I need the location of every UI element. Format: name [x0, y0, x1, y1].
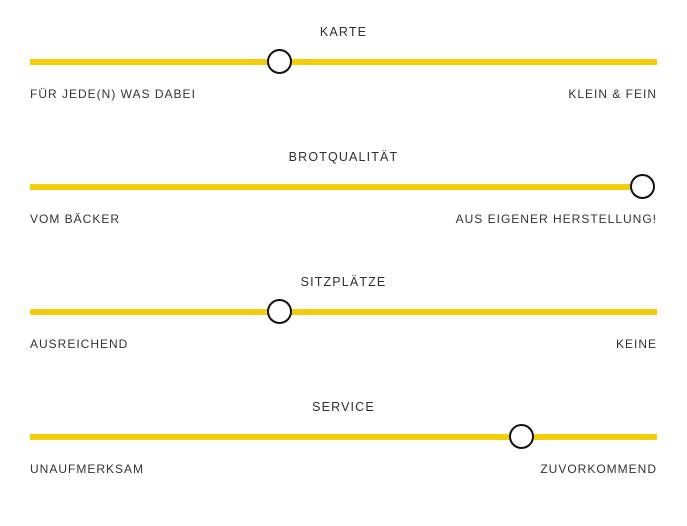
slider-track-fill-sitzplaetze	[30, 309, 657, 315]
slider-label-left-service: UNAUFMERKSAM	[30, 462, 145, 476]
slider-label-left-karte: FÜR JEDE(N) WAS DABEI	[30, 87, 196, 101]
slider-title-service: SERVICE	[312, 400, 375, 414]
slider-handle-karte[interactable]	[267, 49, 292, 74]
slider-handle-brotqualitaet[interactable]	[630, 174, 655, 199]
slider-label-left-sitzplaetze: AUSREICHEND	[30, 337, 129, 351]
slider-label-right-brotqualitaet: AUS EIGENER HERSTELLUNG!	[455, 212, 657, 226]
slider-label-right-service: ZUVORKOMMEND	[540, 462, 657, 476]
slider-title-sitzplaetze: SITZPLÄTZE	[300, 275, 387, 289]
slider-track-karte[interactable]	[30, 49, 657, 74]
slider-track-fill-brotqualitaet	[30, 184, 631, 190]
slider-labels-sitzplaetze: AUSREICHEND KEINE	[30, 337, 657, 351]
slider-labels-service: UNAUFMERKSAM ZUVORKOMMEND	[30, 462, 657, 476]
slider-handle-sitzplaetze[interactable]	[267, 299, 292, 324]
slider-handle-service[interactable]	[509, 424, 534, 449]
slider-title-brotqualitaet: BROTQUALITÄT	[288, 150, 399, 164]
slider-label-left-brotqualitaet: VOM BÄCKER	[30, 212, 121, 226]
slider-track-service[interactable]	[30, 424, 657, 449]
slider-labels-karte: FÜR JEDE(N) WAS DABEI KLEIN & FEIN	[30, 87, 657, 101]
slider-labels-brotqualitaet: VOM BÄCKER AUS EIGENER HERSTELLUNG!	[30, 212, 657, 226]
slider-track-sitzplaetze[interactable]	[30, 299, 657, 324]
slider-track-fill-service	[30, 434, 657, 440]
slider-track-fill-karte	[30, 59, 657, 65]
slider-track-brotqualitaet[interactable]	[30, 174, 657, 199]
slider-label-right-karte: KLEIN & FEIN	[568, 87, 657, 101]
slider-label-right-sitzplaetze: KEINE	[615, 337, 657, 351]
slider-title-karte: KARTE	[319, 25, 368, 39]
